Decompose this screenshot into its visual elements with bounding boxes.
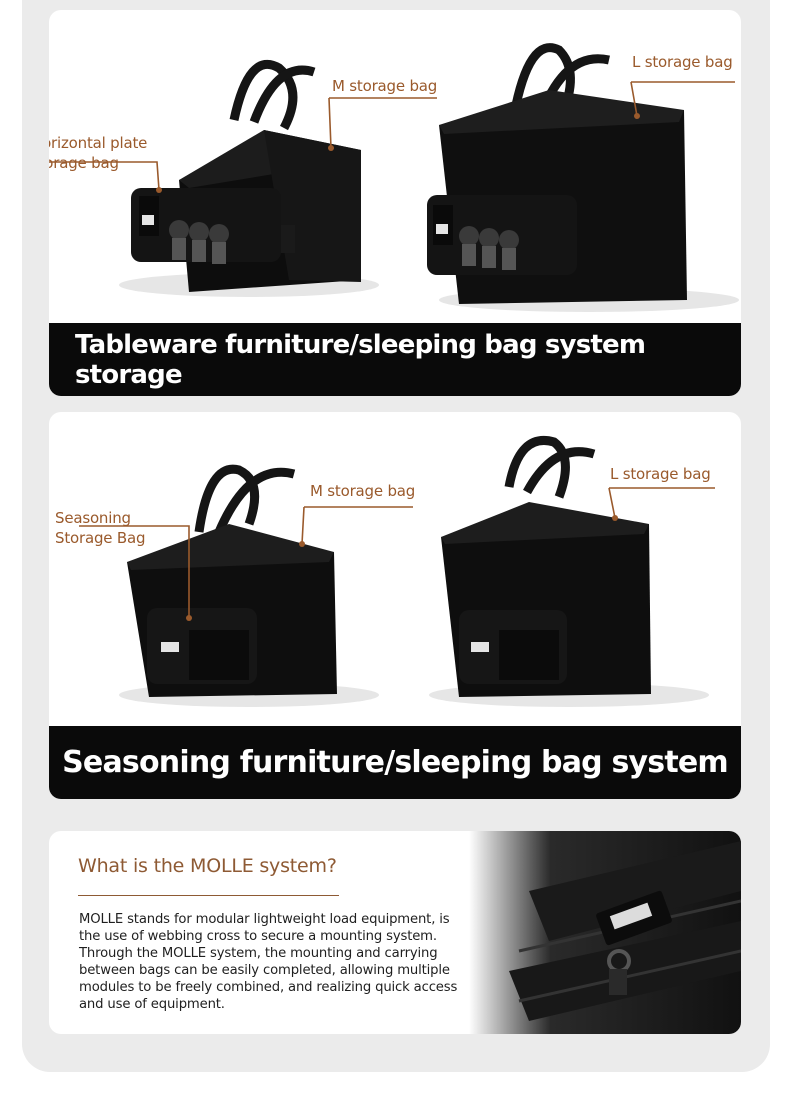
molle-line: between bags can be easily completed, al… bbox=[79, 963, 450, 978]
molle-webbing-closeup-photo bbox=[469, 831, 741, 1034]
banner-tableware: Tableware furniture/sleeping bag system … bbox=[49, 323, 741, 396]
heading-divider bbox=[78, 895, 339, 896]
panel-molle-info: What is the MOLLE system? MOLLE stands f… bbox=[49, 831, 741, 1034]
label-horizontal-plate-line1: Horizontal plate bbox=[49, 134, 148, 152]
molle-line: modules to be freely combined, and reali… bbox=[79, 980, 458, 995]
label-m-storage-bag-2: M storage bag bbox=[310, 482, 416, 500]
banner-seasoning: Seasoning furniture/sleeping bag system bbox=[49, 726, 741, 799]
label-l-storage-bag-2: L storage bag bbox=[610, 465, 711, 483]
label-l-storage-bag: L storage bag bbox=[632, 53, 733, 71]
panel-tableware-storage: M storage bag L storage bag Horizontal p… bbox=[49, 10, 741, 396]
molle-description: MOLLE stands for modular lightweight loa… bbox=[79, 911, 479, 1013]
label-seasoning-line2: Storage Bag bbox=[55, 529, 146, 547]
molle-line: MOLLE stands for modular lightweight loa… bbox=[79, 912, 450, 927]
bag-photo-m-l-with-seasoning-bag bbox=[79, 436, 715, 707]
bag-photo-m-l-with-plate-bag bbox=[49, 43, 739, 312]
molle-heading: What is the MOLLE system? bbox=[78, 855, 337, 877]
label-m-storage-bag: M storage bag bbox=[332, 77, 438, 95]
molle-line: and use of equipment. bbox=[79, 997, 225, 1012]
molle-line: the use of webbing cross to secure a mou… bbox=[79, 929, 437, 944]
molle-line: Through the MOLLE system, the mounting a… bbox=[79, 946, 438, 961]
label-seasoning-line1: Seasoning bbox=[55, 509, 131, 527]
panel-seasoning-storage: M storage bag L storage bag Seasoning St… bbox=[49, 412, 741, 799]
label-horizontal-plate-line2: storage bag bbox=[49, 154, 119, 172]
